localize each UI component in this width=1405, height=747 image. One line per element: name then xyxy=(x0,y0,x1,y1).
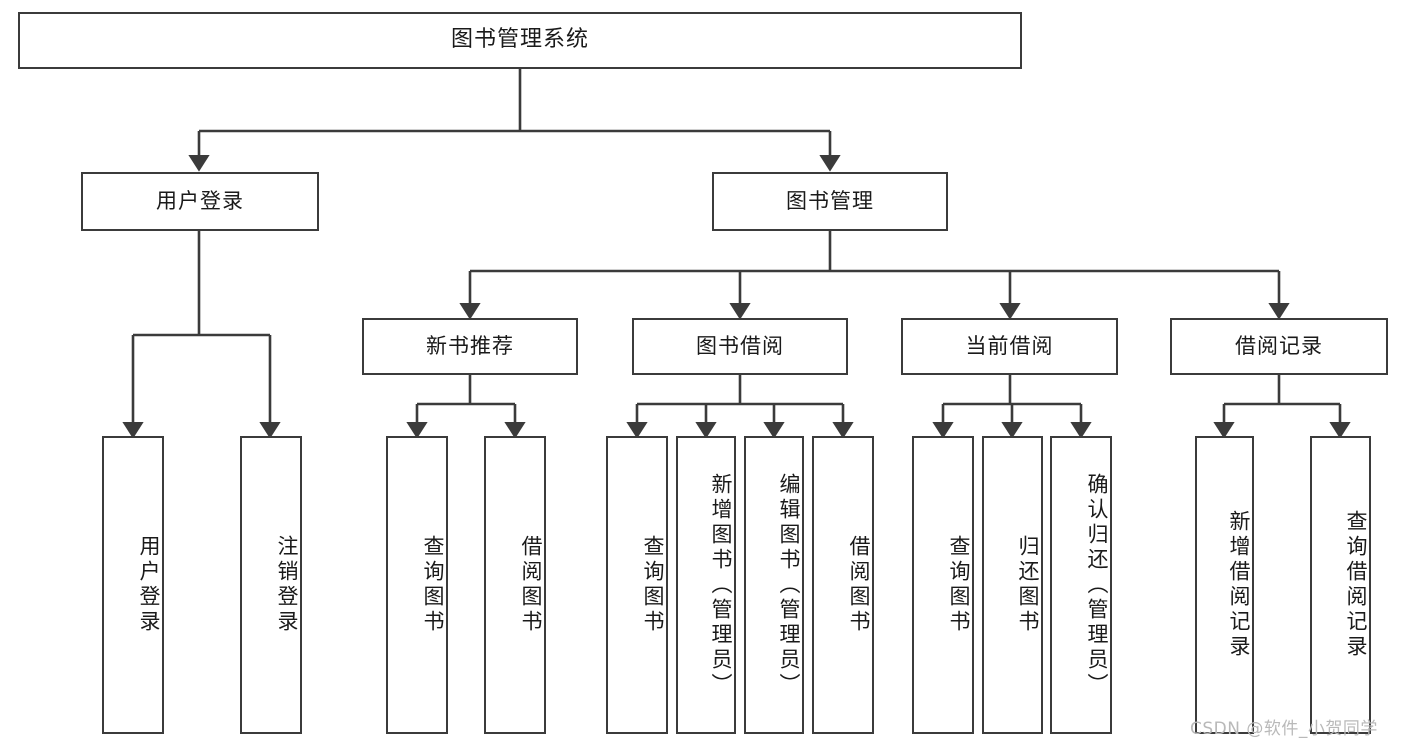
node-label: 用户登录 xyxy=(137,535,161,635)
node-leaf-user-login[interactable]: 用户登录 xyxy=(102,436,164,734)
node-leaf-confirm-return[interactable]: 确认归还（管理员） xyxy=(1050,436,1112,734)
node-label: 查询图书 xyxy=(641,535,665,635)
node-leaf-query-book-2[interactable]: 查询图书 xyxy=(606,436,668,734)
node-leaf-add-record[interactable]: 新增借阅记录 xyxy=(1195,436,1254,734)
node-label: 用户登录 xyxy=(156,188,244,213)
node-label: 图书管理 xyxy=(786,188,874,213)
node-label: 当前借阅 xyxy=(965,333,1054,358)
node-label: 查询图书 xyxy=(947,535,971,635)
node-root-system[interactable]: 图书管理系统 xyxy=(18,12,1022,69)
node-label: 借阅记录 xyxy=(1235,333,1323,358)
node-leaf-query-book-3[interactable]: 查询图书 xyxy=(912,436,974,734)
node-leaf-query-book-1[interactable]: 查询图书 xyxy=(386,436,448,734)
node-label: 查询借阅记录 xyxy=(1344,510,1368,660)
node-label: 注销登录 xyxy=(275,535,299,635)
node-user-login[interactable]: 用户登录 xyxy=(81,172,319,231)
node-book-manage[interactable]: 图书管理 xyxy=(712,172,948,231)
node-label: 查询图书 xyxy=(421,535,445,635)
node-label: 新书推荐 xyxy=(426,333,514,358)
node-label: 图书管理系统 xyxy=(450,27,589,53)
node-label: 编辑图书（管理员） xyxy=(777,472,801,698)
node-label: 借阅图书 xyxy=(847,535,871,635)
node-new-book-recommend[interactable]: 新书推荐 xyxy=(362,318,578,375)
node-current-borrow[interactable]: 当前借阅 xyxy=(901,318,1118,375)
node-leaf-borrow-book-1[interactable]: 借阅图书 xyxy=(484,436,546,734)
node-leaf-return-book[interactable]: 归还图书 xyxy=(982,436,1043,734)
csdn-watermark: CSDN @软件_小贺同学 xyxy=(1190,719,1378,739)
node-label: 新增图书（管理员） xyxy=(709,472,733,698)
node-leaf-logout-login[interactable]: 注销登录 xyxy=(240,436,302,734)
node-label: 新增借阅记录 xyxy=(1227,510,1251,660)
node-label: 确认归还（管理员） xyxy=(1085,472,1109,698)
node-leaf-edit-book[interactable]: 编辑图书（管理员） xyxy=(744,436,804,734)
node-leaf-borrow-book-2[interactable]: 借阅图书 xyxy=(812,436,874,734)
node-leaf-query-record[interactable]: 查询借阅记录 xyxy=(1310,436,1371,734)
node-leaf-add-book[interactable]: 新增图书（管理员） xyxy=(676,436,736,734)
node-label: 借阅图书 xyxy=(519,535,543,635)
node-label: 归还图书 xyxy=(1016,535,1040,635)
node-book-borrow[interactable]: 图书借阅 xyxy=(632,318,848,375)
node-label: 图书借阅 xyxy=(696,333,784,358)
node-borrow-record[interactable]: 借阅记录 xyxy=(1170,318,1388,375)
